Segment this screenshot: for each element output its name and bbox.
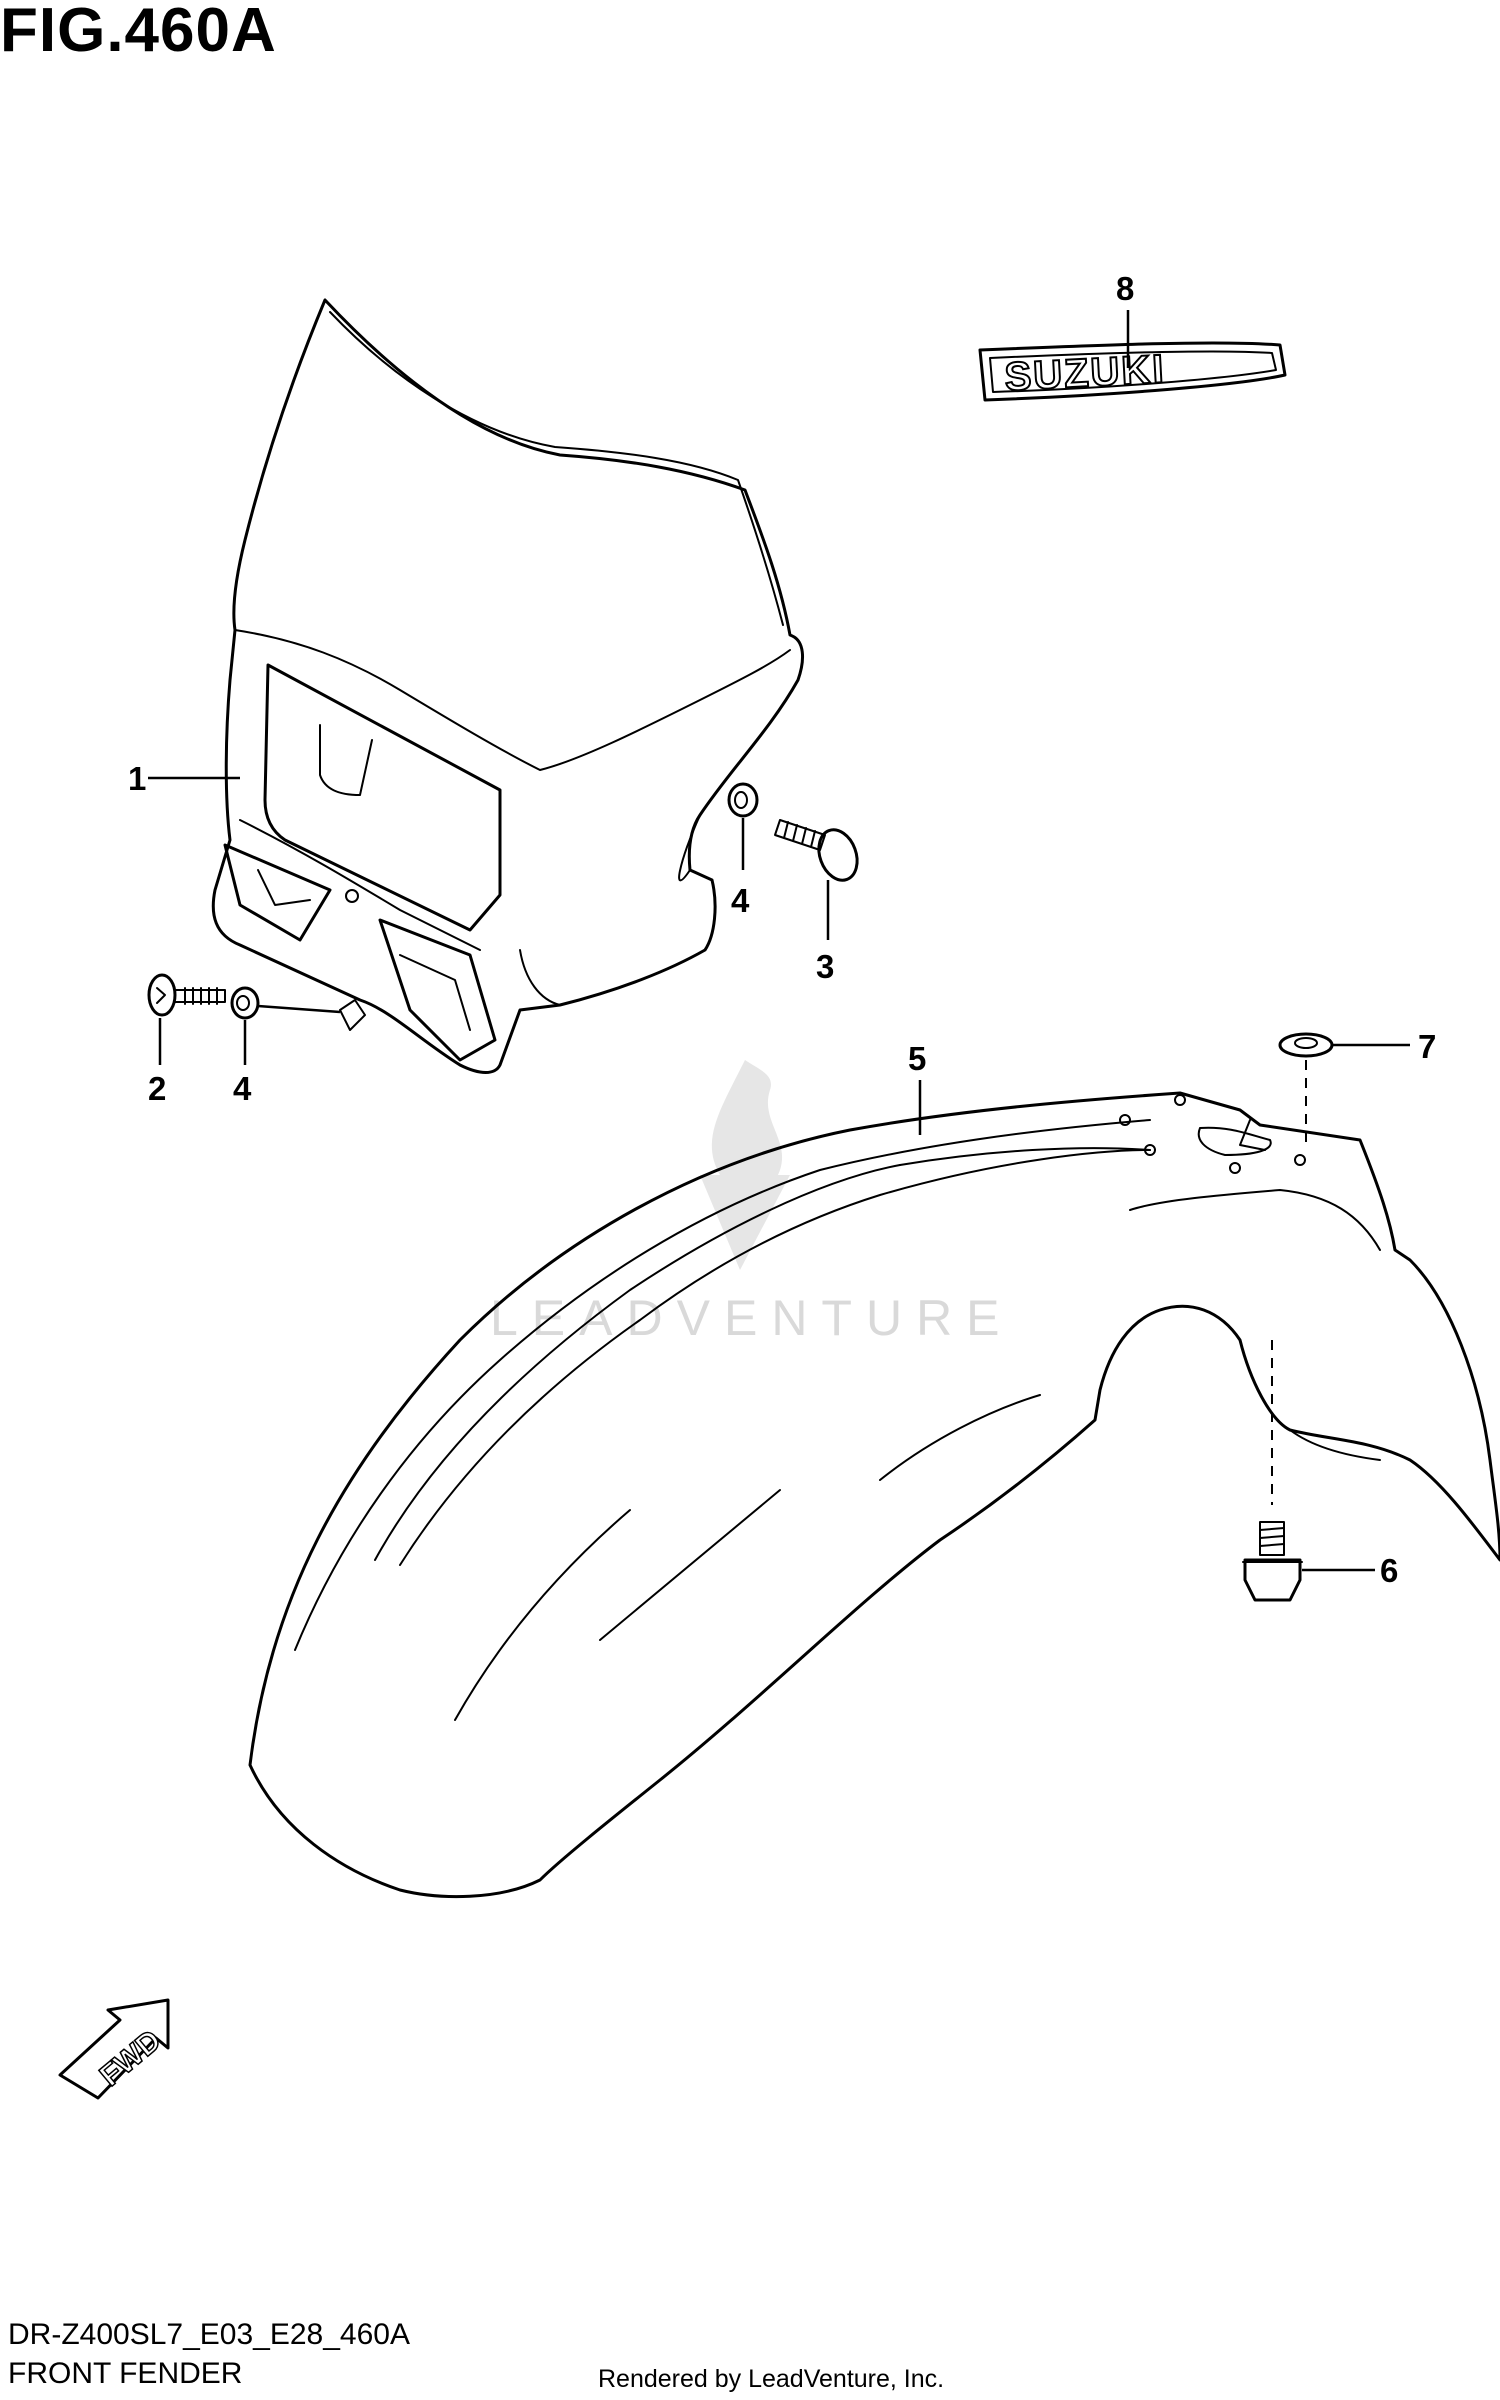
grommet-hole [1294, 1037, 1318, 1049]
bolt-thread [1259, 1527, 1285, 1547]
bolt-hex-head [1243, 1558, 1302, 1602]
nut-hole [236, 995, 250, 1011]
callout-3[interactable]: 3 [816, 948, 834, 985]
screw-part-2[interactable] [147, 973, 226, 1017]
fender-hole-3 [1144, 1144, 1156, 1156]
headlight-window [263, 663, 502, 932]
model-code: DR-Z400SL7_E03_E28_460A [8, 2318, 410, 2351]
callout-8[interactable]: 8 [1116, 270, 1134, 307]
watermark-flame-icon [711, 1060, 783, 1194]
right-duct-inner [399, 954, 471, 1031]
cover-top-edge [234, 629, 791, 771]
left-duct [223, 843, 332, 942]
fender-crown [1129, 1189, 1381, 1251]
fender-rib-left [374, 1164, 901, 1561]
screw-head [147, 973, 177, 1017]
callout-1[interactable]: 1 [128, 760, 146, 797]
fender-groove-2 [599, 1489, 781, 1641]
section-name: FRONT FENDER [8, 2357, 243, 2390]
screw-k-mark [156, 987, 166, 1004]
cover-hole [345, 889, 359, 903]
fender-hole-1 [1119, 1114, 1131, 1126]
nut-hole [734, 791, 748, 809]
nut-body [727, 782, 759, 818]
cover-rim [329, 311, 784, 626]
callout-6[interactable]: 6 [1380, 1552, 1398, 1589]
lower-ridge [239, 819, 481, 951]
callout-2[interactable]: 2 [148, 1070, 166, 1107]
side-fold [519, 949, 561, 1006]
left-duct-inner [257, 869, 311, 906]
fender-outline [248, 1091, 1500, 1899]
callout-7[interactable]: 7 [1418, 1028, 1436, 1065]
bolt-shank [774, 819, 826, 851]
decal-part[interactable]: SUZUKI [978, 341, 1287, 402]
fender-ridge-outer [294, 1119, 1151, 1651]
fwd-arrow-icon [58, 1998, 170, 2100]
nut-body [230, 986, 260, 1020]
bolt-thread [783, 821, 816, 848]
front-fender-part[interactable] [248, 1091, 1500, 1899]
callout-5[interactable]: 5 [908, 1040, 926, 1077]
fender-hole-4 [1229, 1162, 1241, 1174]
window-inner [319, 724, 373, 796]
fender-rib-right [399, 1149, 1151, 1566]
fender-mount-slot [1197, 1126, 1272, 1156]
fender-groove-1 [454, 1509, 631, 1721]
fender-hole-5 [1294, 1154, 1306, 1166]
flange-bolt-part-6[interactable] [1242, 1521, 1303, 1602]
fender-groove-3 [879, 1394, 1041, 1481]
headlight-cover-outline [211, 298, 804, 1074]
headlight-cover-part[interactable] [211, 298, 804, 1074]
credit-line: Rendered by LeadVenture, Inc. [598, 2365, 945, 2393]
screw-thread [184, 987, 218, 1005]
bolt-head [817, 828, 859, 882]
side-mount [678, 814, 701, 882]
decal-outline [978, 341, 1287, 402]
fender-lip [1289, 1429, 1381, 1461]
callout-4-lower[interactable]: 4 [233, 1070, 252, 1107]
fender-hole-2 [1174, 1094, 1186, 1106]
bolt-part-3[interactable] [774, 819, 864, 886]
callout-4-upper[interactable]: 4 [731, 882, 750, 919]
decal-text: SUZUKI [1004, 347, 1167, 399]
figure-title: FIG.460A [0, 0, 277, 65]
fender-slot-top [899, 1147, 1151, 1166]
fender-mount-tab [1239, 1119, 1266, 1151]
decal-inner-outline [989, 350, 1277, 393]
leader-4-to-cover [257, 1004, 341, 1014]
grommet-part-7[interactable] [1278, 1032, 1334, 1058]
nut-part-4-upper[interactable] [727, 782, 759, 818]
bolt-shank [1259, 1521, 1285, 1556]
bottom-tab [339, 999, 366, 1031]
nut-part-4-lower[interactable] [230, 986, 260, 1020]
right-duct [378, 918, 497, 1062]
fwd-arrow: FWD [58, 1998, 170, 2100]
